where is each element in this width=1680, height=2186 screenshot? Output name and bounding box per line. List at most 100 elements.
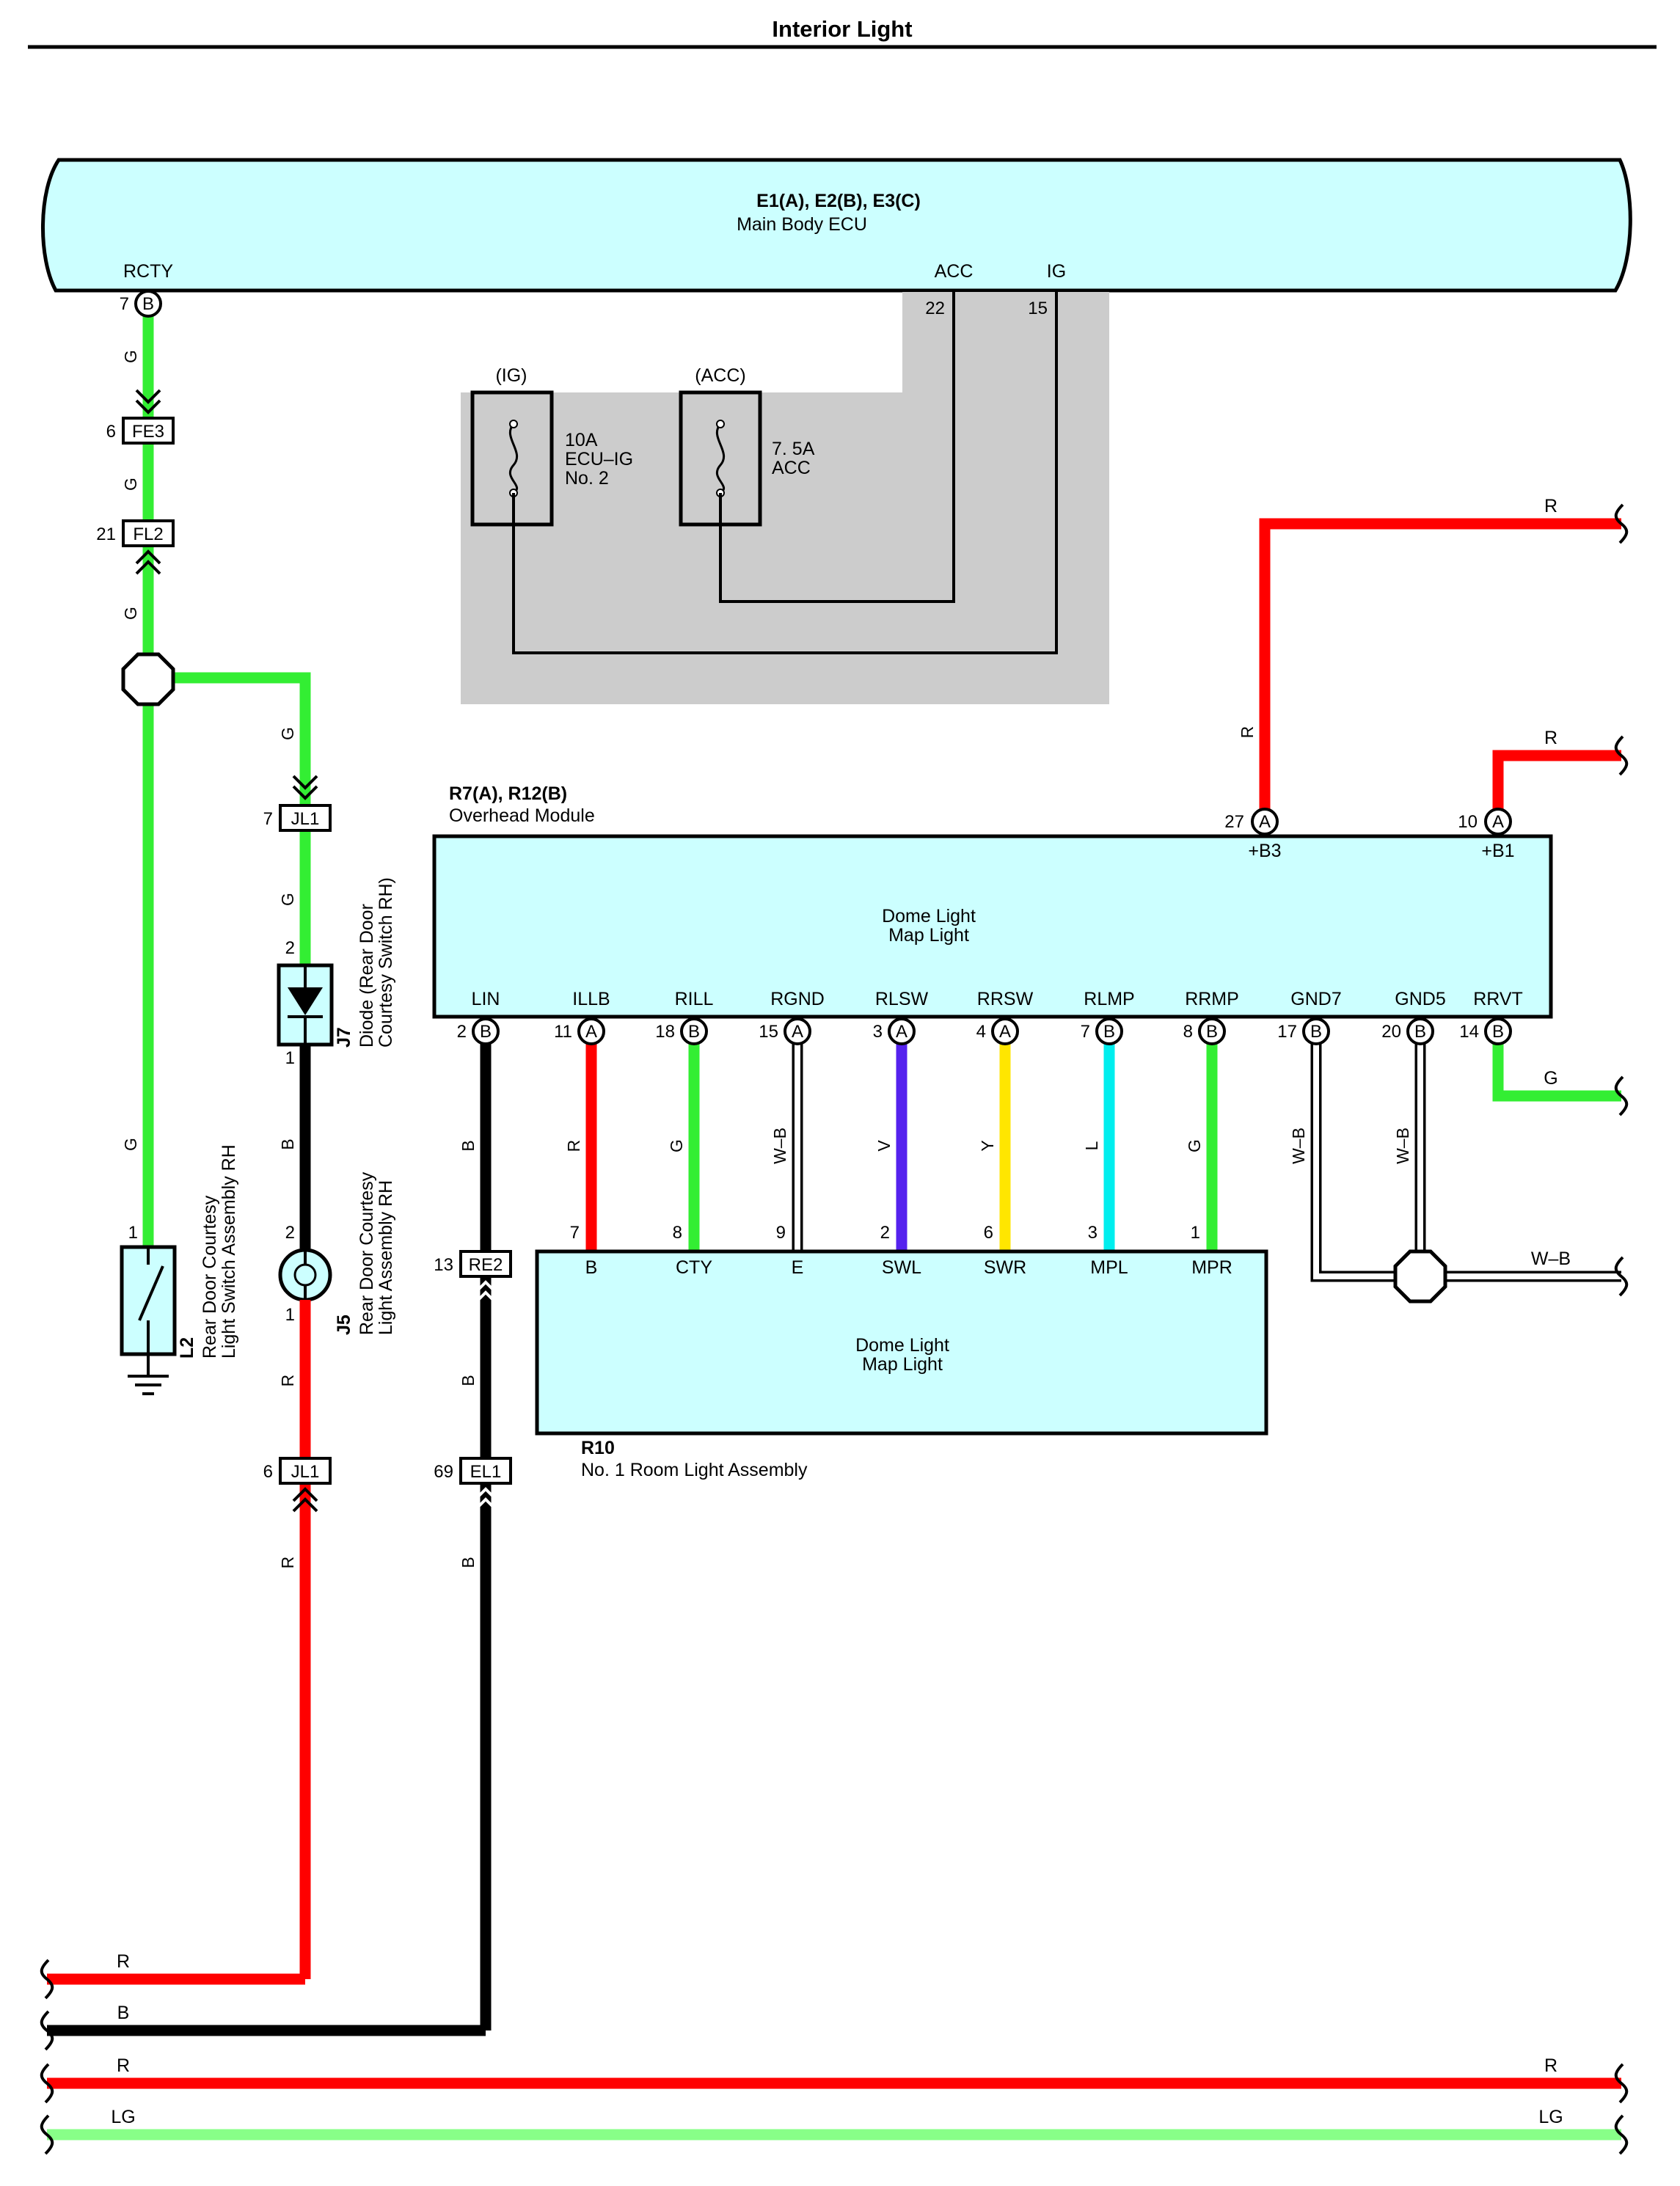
gnd5-pin-number: 20	[1381, 1022, 1401, 1042]
wire-label-b-j7: B	[278, 1138, 297, 1149]
rcty-pin-connector	[134, 290, 162, 318]
rlmp-pin-number: 7	[1081, 1022, 1090, 1042]
room-pin-mpr: MPR	[1191, 1257, 1232, 1278]
j5-pin-bottom: 1	[285, 1305, 295, 1325]
wire-label-r-full-left: R	[117, 2055, 130, 2076]
j7-pin-top: 2	[285, 938, 295, 958]
el1-pin-number: 69	[434, 1462, 453, 1482]
j7-name-line1: Diode (Rear Door	[357, 904, 377, 1048]
jl1-top-label: JL1	[291, 809, 320, 829]
wire-label-rrsw: Y	[978, 1140, 997, 1151]
ig-fuse-wire	[512, 292, 1058, 654]
jl1-bottom-pin-number: 6	[263, 1462, 273, 1482]
j5-name-line1: Rear Door Courtesy	[357, 1171, 377, 1335]
overhead-pin-rlsw: RLSW	[875, 989, 929, 1009]
fl2-pin-number: 21	[96, 524, 116, 544]
b3-pin-connector	[1251, 808, 1279, 836]
junction-splice-icon	[121, 652, 175, 706]
fe3-pin-number: 6	[106, 422, 116, 442]
wire-break-marks-right	[1614, 503, 1629, 2155]
l2-pin: 1	[128, 1223, 138, 1243]
b1-pin-name: +B1	[1481, 841, 1514, 861]
l2-code: L2	[177, 1337, 197, 1359]
wire-label-lg-right: LG	[1538, 2107, 1563, 2127]
room-pin-mpl-number: 3	[1088, 1223, 1098, 1243]
fuse-box-area	[461, 292, 1109, 704]
ecu-pin-rcty: RCTY	[123, 261, 173, 282]
j7-code: J7	[334, 1027, 354, 1048]
fuse-ig-element-icon	[508, 423, 519, 494]
connector-jl1-bottom	[279, 1457, 332, 1485]
wire-label-wb-ground: W–B	[1531, 1249, 1571, 1269]
overhead-inner-line1: Dome Light	[882, 906, 976, 926]
b1-conn-letter: A	[1492, 812, 1504, 832]
rgnd-pin-number: 15	[759, 1022, 778, 1042]
wire-label-r-full-right: R	[1544, 2055, 1557, 2076]
room-pin-swr-number: 6	[984, 1223, 993, 1243]
rrmp-pin-number: 8	[1183, 1022, 1193, 1042]
l2-name-line2: Light Switch Assembly RH	[219, 1144, 239, 1359]
j7-name-line2: Courtesy Switch RH)	[376, 877, 396, 1048]
j5-pin-top: 2	[285, 1223, 295, 1243]
j5-name-line2: Light Assembly RH	[376, 1180, 396, 1335]
wire-label-r-b3: R	[1238, 726, 1257, 739]
illb-conn-letter: A	[585, 1022, 597, 1042]
acc-fuse-wire	[719, 292, 955, 603]
wire-label-rlsw: V	[874, 1140, 894, 1152]
overhead-pin-lin: LIN	[472, 989, 500, 1009]
connector-fl2	[122, 519, 175, 547]
b3-conn-letter: A	[1259, 812, 1271, 832]
wire-label-g-4: G	[278, 727, 297, 740]
room-pin-cty-number: 8	[673, 1223, 682, 1243]
wire-label-b-re2: B	[459, 1375, 478, 1386]
ecu-acc-pin-number: 22	[925, 299, 945, 318]
b3-pin-name: +B3	[1248, 841, 1281, 861]
fe3-label: FE3	[132, 422, 164, 442]
rgnd-conn-letter: A	[792, 1022, 803, 1042]
fuse-ig-number: No. 2	[565, 468, 609, 489]
wire-label-r-bottom-left: R	[117, 1951, 130, 1972]
gnd7-conn-letter: B	[1310, 1022, 1322, 1042]
wire-label-rill: G	[667, 1139, 686, 1152]
wire-label-gnd5: W–B	[1393, 1127, 1412, 1164]
b1-pin-connector	[1484, 808, 1512, 836]
re2-pin-number: 13	[434, 1255, 453, 1275]
room-pin-swl: SWL	[882, 1257, 921, 1278]
connector-arrow-icon	[135, 389, 161, 414]
l2-name-line1: Rear Door Courtesy	[200, 1195, 220, 1359]
overhead-pin-rgnd: RGND	[770, 989, 825, 1009]
j5-code: J5	[334, 1315, 354, 1335]
overhead-pin-illb: ILLB	[572, 989, 610, 1009]
room-light-inner-line1: Dome Light	[855, 1335, 949, 1356]
overhead-pin-gnd5: GND5	[1395, 989, 1445, 1009]
jl1-top-pin-number: 7	[263, 809, 273, 829]
main-body-ecu-box	[41, 158, 1632, 293]
rrsw-conn-letter: A	[999, 1022, 1011, 1042]
rrvt-green-wire	[1492, 1031, 1621, 1102]
b1-pin-number: 10	[1458, 812, 1478, 832]
connector-jl1-top	[279, 804, 332, 832]
page-title: Interior Light	[772, 16, 912, 42]
wire-label-b-bottom-left: B	[117, 2003, 130, 2023]
b3-red-wire	[1259, 518, 1621, 822]
wire-label-r-j5: R	[278, 1375, 297, 1387]
illb-pin-number: 11	[554, 1022, 572, 1042]
room-light-assembly-box	[535, 1249, 1268, 1436]
diode-symbol-icon	[288, 987, 323, 1015]
overhead-code: R7(A), R12(B)	[449, 783, 567, 804]
connector-arrow-icon	[292, 775, 318, 800]
wire-label-lg-left: LG	[111, 2107, 135, 2127]
overhead-pin-connectors	[472, 1017, 1512, 1045]
wire-label-r-top: R	[1544, 496, 1557, 516]
overhead-module-box	[432, 834, 1553, 1019]
fuse-ig-terminal-top	[509, 420, 518, 428]
fuse-acc-label: (ACC)	[695, 365, 745, 386]
jl1-bottom-label: JL1	[291, 1462, 320, 1482]
wire-label-rgnd: W–B	[770, 1127, 789, 1164]
wire-label-g-1: G	[121, 350, 140, 363]
lin-conn-letter: B	[480, 1022, 492, 1042]
overhead-pin-gnd7: GND7	[1290, 989, 1341, 1009]
rrsw-pin-number: 4	[976, 1022, 986, 1042]
fuse-ig-label: (IG)	[495, 365, 527, 386]
